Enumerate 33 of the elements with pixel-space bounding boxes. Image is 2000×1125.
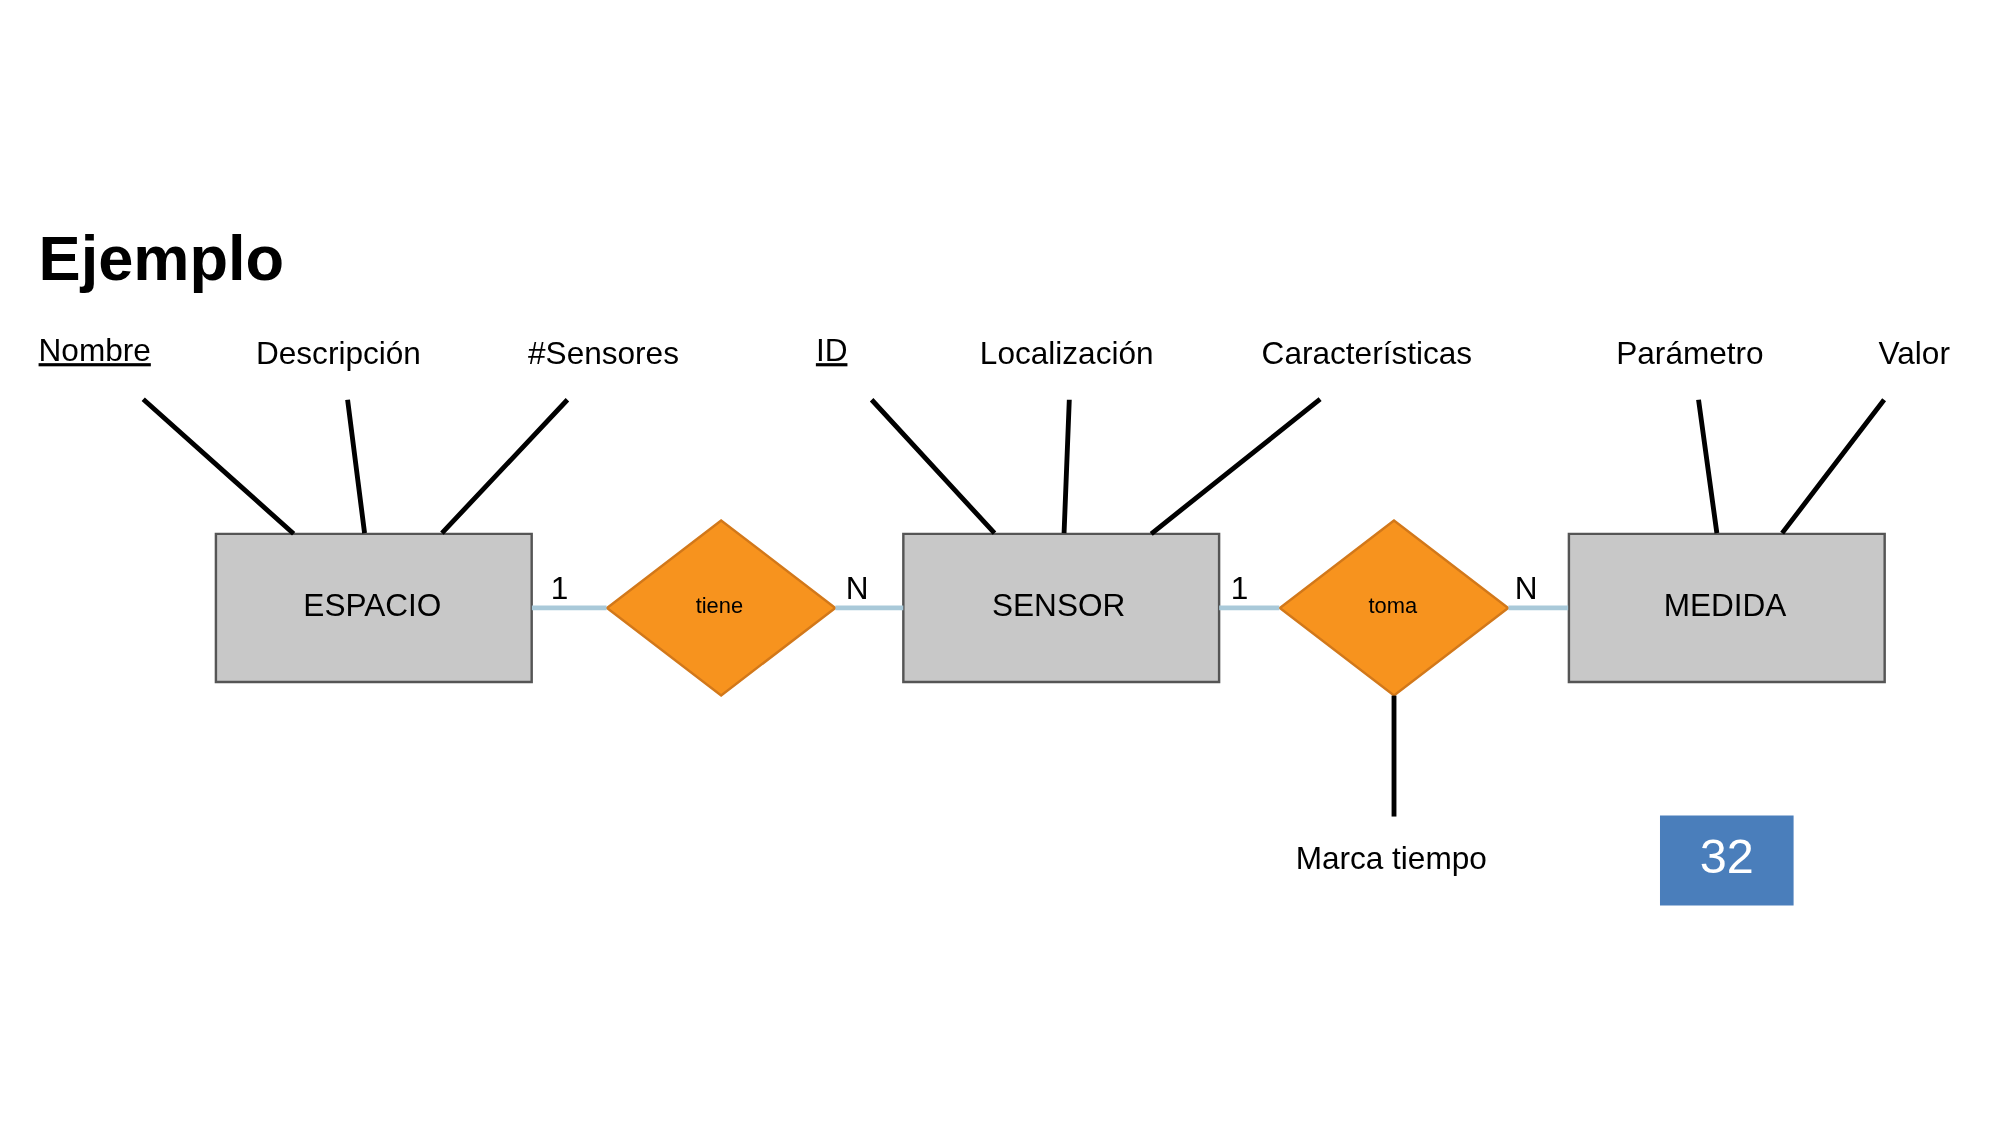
connector xyxy=(869,397,996,535)
connector xyxy=(1391,695,1396,817)
node-text: Nombre xyxy=(38,331,151,368)
connector xyxy=(344,398,367,533)
label: 32 xyxy=(1699,828,1754,883)
node-diamond: toma xyxy=(1277,518,1510,697)
connector xyxy=(531,605,607,610)
node-diamond: tiene xyxy=(604,518,837,697)
edge-label: 1 xyxy=(550,569,568,606)
connector xyxy=(1218,605,1279,610)
node-box: SENSOR xyxy=(901,532,1220,683)
node-text: #Sensores xyxy=(527,334,679,371)
connector xyxy=(1779,397,1886,535)
connector xyxy=(1061,399,1072,533)
connector xyxy=(1695,398,1719,533)
diagram-title: Ejemplo xyxy=(38,222,284,293)
node-text: Parámetro xyxy=(1615,334,1764,371)
edge-label: 1 xyxy=(1230,569,1248,606)
node-text: Descripción xyxy=(255,334,421,371)
connector xyxy=(141,396,295,536)
connector xyxy=(439,397,569,535)
node-text: Características xyxy=(1261,334,1472,371)
edge-label: N xyxy=(845,569,869,606)
node-text: Localización xyxy=(979,334,1154,371)
node-box: ESPACIO xyxy=(214,532,533,683)
node-text: Marca tiempo xyxy=(1295,839,1487,876)
edge-label: N xyxy=(1514,569,1538,606)
node-text: ID xyxy=(815,331,847,368)
connector xyxy=(1507,605,1568,610)
node-box: MEDIDA xyxy=(1567,532,1886,683)
node-text: Valor xyxy=(1878,334,1950,371)
connector xyxy=(834,605,903,610)
connector xyxy=(1149,396,1322,536)
